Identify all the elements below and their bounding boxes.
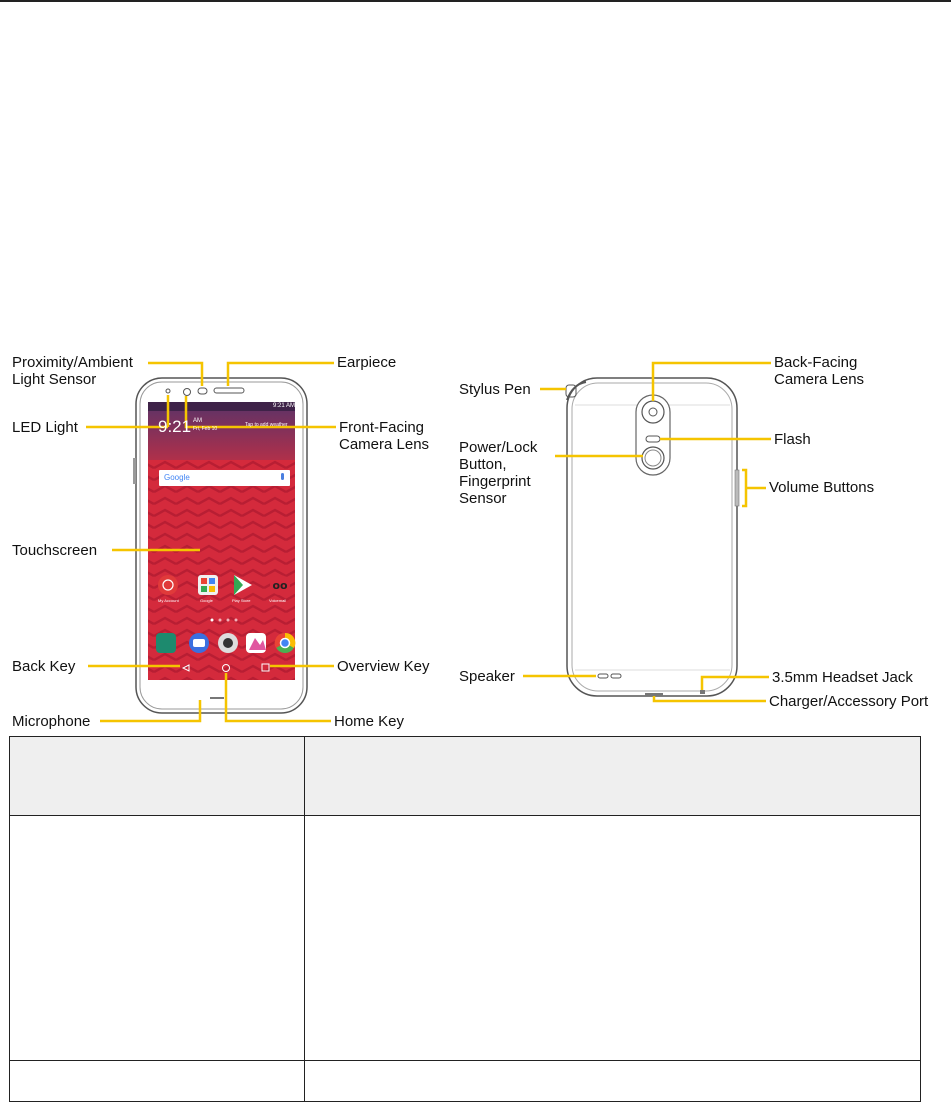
stylus-pen-slot	[565, 384, 577, 398]
table-cell	[304, 815, 921, 1061]
table-cell	[9, 815, 305, 1061]
app-label-google: Google	[200, 598, 213, 603]
earpiece	[213, 387, 245, 394]
label-power-lock: Power/Lock Button, Fingerprint Sensor	[459, 439, 538, 507]
parts-table	[9, 736, 921, 1102]
table-header-cell-part	[9, 736, 305, 816]
label-back-camera: Back-Facing Camera Lens	[774, 354, 865, 388]
led-light-dot	[165, 388, 171, 394]
weather-prompt: Tap to add weather	[245, 422, 288, 428]
callout-lines	[86, 361, 771, 723]
front-camera	[183, 388, 191, 396]
app-label-play-store: Play Store	[232, 598, 251, 603]
label-speaker: Speaker	[459, 668, 515, 685]
label-front-camera: Front-Facing Camera Lens	[339, 419, 430, 453]
table-row	[9, 815, 921, 1061]
label-stylus-pen: Stylus Pen	[459, 381, 531, 398]
label-flash: Flash	[774, 431, 811, 448]
table-header-row	[9, 736, 921, 816]
my-account-app-icon	[158, 575, 178, 595]
speaker-grille	[597, 673, 609, 679]
volume-button-edge	[734, 469, 740, 507]
label-volume-buttons: Volume Buttons	[769, 479, 875, 496]
svg-text:oo: oo	[272, 579, 288, 592]
label-microphone: Microphone	[12, 713, 91, 730]
date-label: Fri, Feb 10	[193, 426, 218, 432]
table-cell	[304, 1060, 921, 1102]
headset-jack	[700, 690, 705, 694]
label-back-key: Back Key	[12, 658, 76, 675]
top-rule	[0, 0, 951, 2]
clock-ampm: AM	[193, 418, 202, 424]
label-led-light: LED Light	[12, 419, 78, 436]
label-headset-jack: 3.5mm Headset Jack	[772, 669, 913, 686]
label-charger-port: Charger/Accessory Port	[769, 693, 929, 710]
label-home-key: Home Key	[334, 713, 405, 730]
phone-drawings: oo	[86, 361, 771, 723]
table-row	[9, 1060, 921, 1102]
status-bar-time: 9:21 AM	[273, 403, 296, 409]
app-label-my-account: My Account	[158, 598, 179, 603]
label-touchscreen: Touchscreen	[12, 542, 98, 559]
table-cell	[9, 1060, 305, 1102]
back-key-icon	[181, 664, 190, 672]
charger-port	[645, 693, 663, 696]
label-proximity-sensor: Proximity/Ambient Light Sensor	[12, 354, 133, 388]
phone-diagram: oo	[0, 340, 951, 740]
label-earpiece: Earpiece	[337, 354, 397, 371]
table-header-cell-description	[304, 736, 921, 816]
back-phone	[565, 377, 740, 697]
google-search-bar	[159, 470, 290, 486]
home-key-icon	[222, 664, 230, 672]
phone-app-icon	[156, 633, 176, 653]
app-label-voicemail: Voicemail	[269, 598, 287, 603]
front-phone: oo	[133, 377, 308, 714]
label-overview-key: Overview Key	[337, 658, 430, 675]
google-logo: Google	[164, 473, 190, 482]
overview-key-icon	[261, 663, 270, 672]
proximity-sensor	[197, 387, 208, 395]
clock-widget: 9:21	[158, 417, 192, 436]
microphone-hole	[210, 697, 224, 699]
voicemail-icon	[270, 575, 290, 595]
